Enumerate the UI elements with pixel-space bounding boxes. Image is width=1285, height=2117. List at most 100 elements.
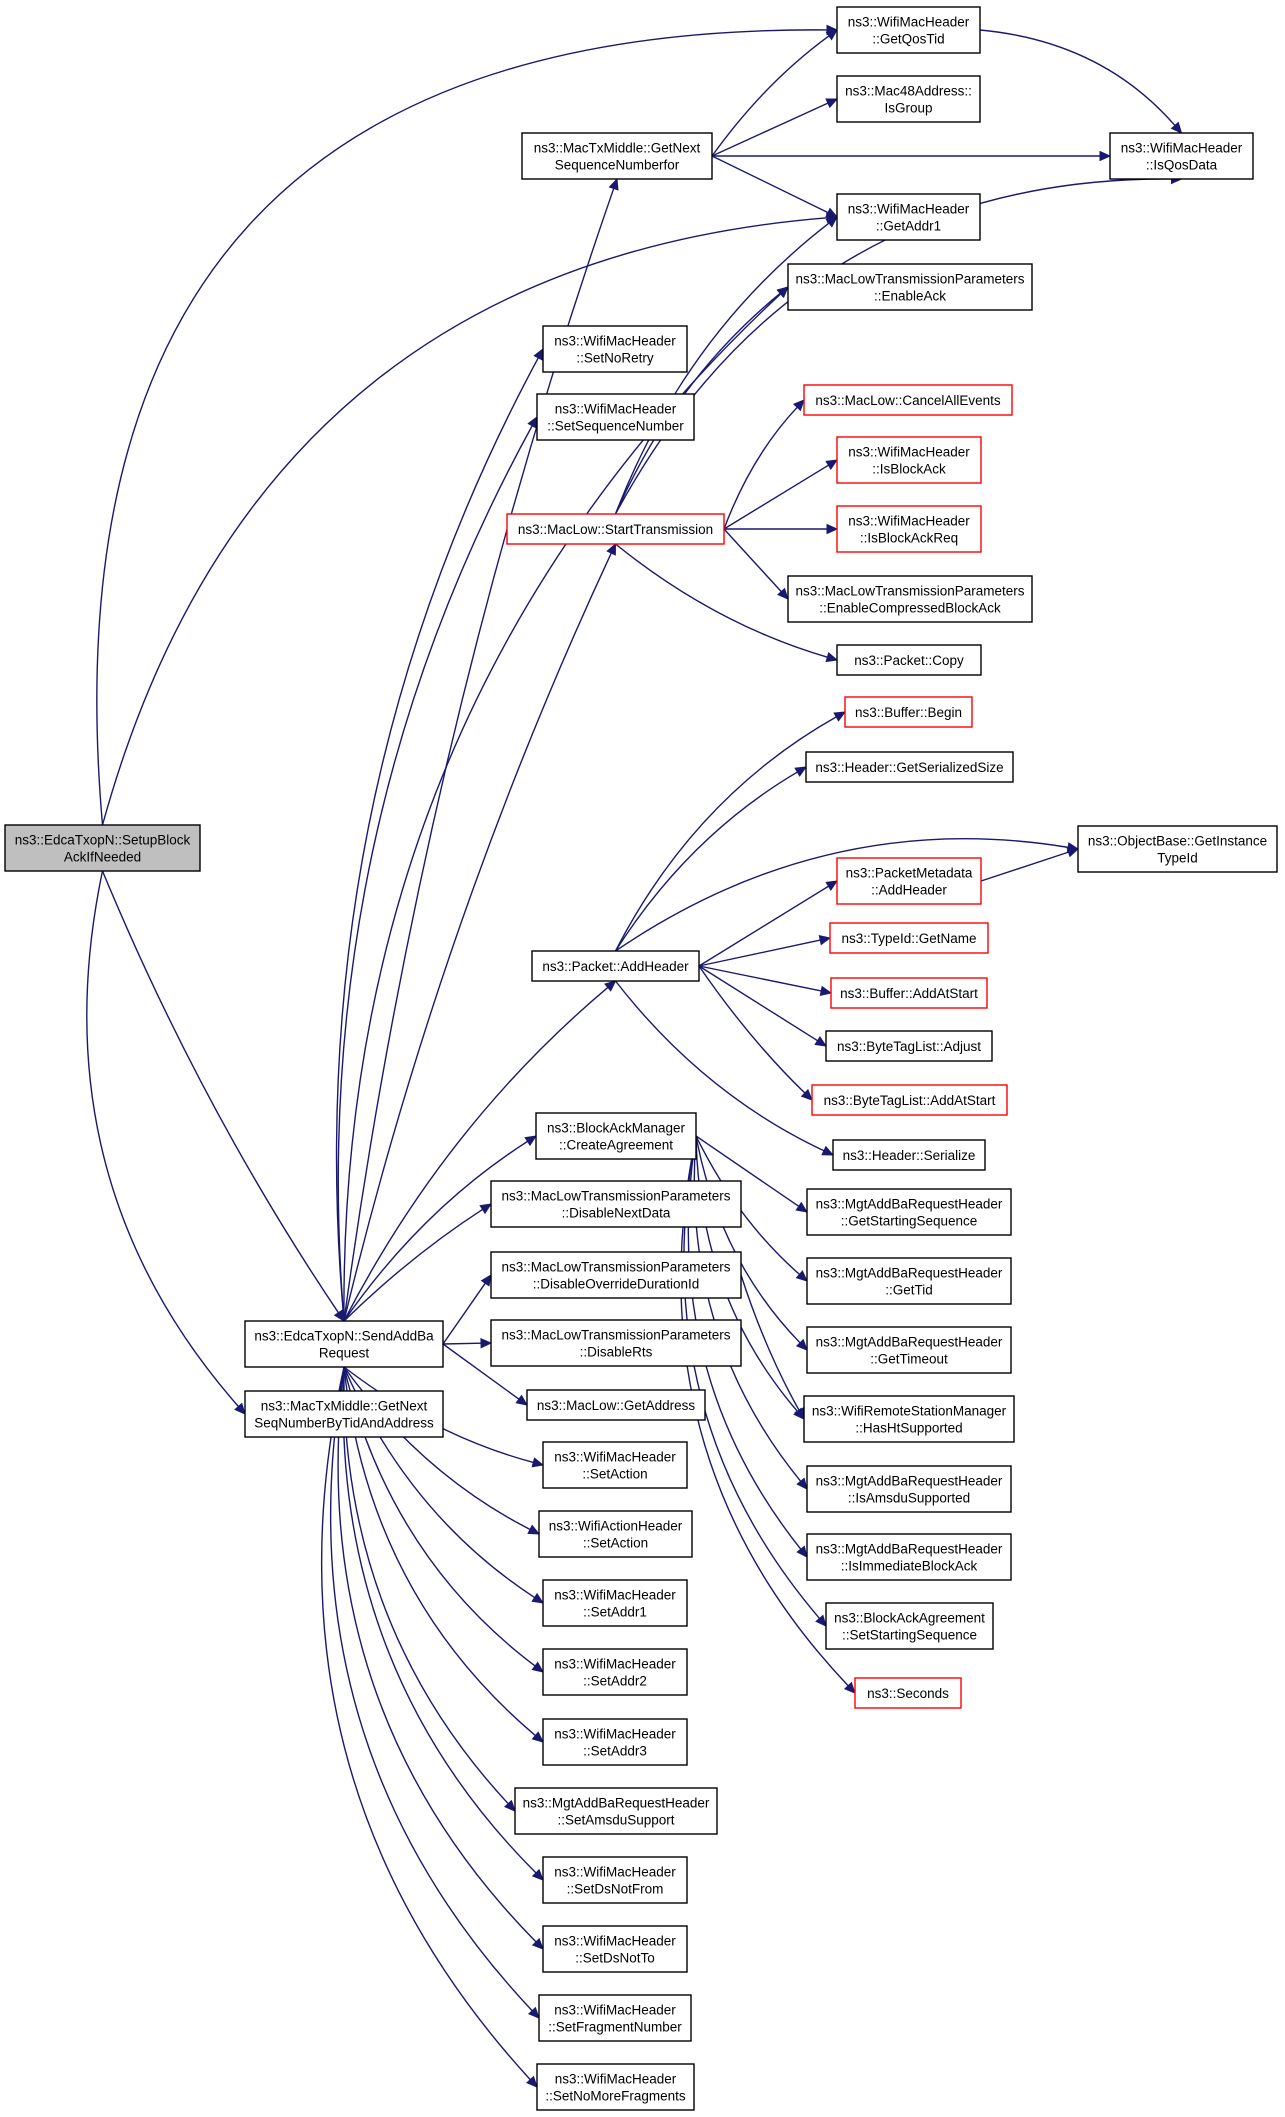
node-box xyxy=(836,644,982,676)
node-label-line: ns3::WifiActionHeader xyxy=(549,1519,683,1534)
node-setdsnotfrom[interactable]: ns3::WifiMacHeader::SetDsNotFrom xyxy=(542,1856,688,1904)
node-label-line: ns3::WifiMacHeader xyxy=(554,1588,676,1603)
node-box xyxy=(806,1533,1012,1581)
arrowhead-sendaddba-to-setamsdu xyxy=(503,1799,516,1812)
node-isimmediate[interactable]: ns3::MgtAddBaRequestHeader::IsImmediateB… xyxy=(806,1533,1012,1581)
node-setnomorefrag[interactable]: ns3::WifiMacHeader::SetNoMoreFragments xyxy=(536,2063,695,2111)
node-btladjust[interactable]: ns3::ByteTagList::Adjust xyxy=(825,1030,993,1062)
edge-root-to-getaddr1 xyxy=(101,217,828,826)
node-createagreement[interactable]: ns3::BlockAckManager::CreateAgreement xyxy=(535,1112,697,1160)
node-setnoretry[interactable]: ns3::WifiMacHeader::SetNoRetry xyxy=(542,325,688,373)
node-label-line: ::EnableAck xyxy=(874,289,946,304)
node-label-line: ns3::MgtAddBaRequestHeader xyxy=(816,1474,1003,1489)
node-setaction2[interactable]: ns3::WifiActionHeader::SetAction xyxy=(538,1510,693,1558)
edges xyxy=(86,24,1183,2088)
node-label-line: ::AddHeader xyxy=(871,883,947,898)
node-gettimeout[interactable]: ns3::MgtAddBaRequestHeader::GetTimeout xyxy=(806,1326,1012,1374)
arrowhead-sendaddba-to-addheader xyxy=(604,980,617,992)
node-setfragnum[interactable]: ns3::WifiMacHeader::SetFragmentNumber xyxy=(538,1994,692,2042)
node-label-line: ns3::MgtAddBaRequestHeader xyxy=(816,1335,1003,1350)
node-label-line: ::IsImmediateBlockAck xyxy=(841,1559,978,1574)
node-enableack[interactable]: ns3::MacLowTransmissionParameters::Enabl… xyxy=(787,263,1033,311)
edge-sendaddba-to-createagreement xyxy=(343,1140,528,1322)
node-setaddr2[interactable]: ns3::WifiMacHeader::SetAddr2 xyxy=(542,1648,688,1696)
edge-starttx-to-cancelall xyxy=(723,406,798,530)
edge-addheader-to-getserialized xyxy=(614,771,798,952)
node-bufferbegin[interactable]: ns3::Buffer::Begin xyxy=(844,696,973,728)
node-pmaddheader[interactable]: ns3::PacketMetadata::AddHeader xyxy=(836,857,982,905)
node-label-line: ns3::WifiMacHeader xyxy=(554,1450,676,1465)
node-getqostid[interactable]: ns3::WifiMacHeader::GetQosTid xyxy=(836,6,981,54)
node-setstartingseq[interactable]: ns3::BlockAckAgreement::SetStartingSeque… xyxy=(825,1602,994,1650)
node-headerserialize[interactable]: ns3::Header::Serialize xyxy=(832,1139,986,1171)
node-typeidname[interactable]: ns3::TypeId::GetName xyxy=(829,922,989,954)
node-isblockack[interactable]: ns3::WifiMacHeader::IsBlockAck xyxy=(836,436,982,484)
node-box xyxy=(531,950,700,982)
arrowhead-addheader-to-btladjust xyxy=(814,1035,828,1047)
node-isqosdata[interactable]: ns3::WifiMacHeader::IsQosData xyxy=(1109,132,1254,180)
edge-sendaddba-to-setdsnotto xyxy=(337,1366,537,1943)
node-label-line: ::SetAddr2 xyxy=(583,1674,647,1689)
node-label-line: ns3::MacLowTransmissionParameters xyxy=(795,584,1024,599)
node-setaddr3[interactable]: ns3::WifiMacHeader::SetAddr3 xyxy=(542,1718,688,1766)
node-label-line: ::DisableRts xyxy=(580,1345,653,1360)
node-label-line: ::SetSequenceNumber xyxy=(547,419,684,434)
edge-disableoverride-to-hasht xyxy=(740,1274,800,1411)
node-starttx[interactable]: ns3::MacLow::StartTransmission xyxy=(506,513,725,545)
node-box xyxy=(542,325,688,373)
node-getserialized[interactable]: ns3::Header::GetSerializedSize xyxy=(805,751,1014,783)
node-isgroup[interactable]: ns3::Mac48Address::IsGroup xyxy=(836,75,981,123)
edge-starttx-to-enableack xyxy=(614,292,781,515)
node-disableoverride[interactable]: ns3::MacLowTransmissionParameters::Disab… xyxy=(490,1251,742,1299)
node-setdsnotto[interactable]: ns3::WifiMacHeader::SetDsNotTo xyxy=(542,1925,688,1973)
arrowhead-sendaddba-to-createagreement xyxy=(524,1135,538,1147)
node-label-line: ns3::MacLowTransmissionParameters xyxy=(501,1260,730,1275)
edge-sendaddba-to-disableoverride xyxy=(442,1282,486,1345)
node-hasht[interactable]: ns3::WifiRemoteStationManager::HasHtSupp… xyxy=(803,1395,1015,1443)
node-label-line: ns3::WifiMacHeader xyxy=(555,402,677,417)
node-label-line: ns3::WifiMacHeader xyxy=(554,1865,676,1880)
arrowhead-sendaddba-to-setaddr1 xyxy=(531,1592,545,1604)
node-enablecompressed[interactable]: ns3::MacLowTransmissionParameters::Enabl… xyxy=(787,575,1033,623)
node-setaddr1[interactable]: ns3::WifiMacHeader::SetAddr1 xyxy=(542,1579,688,1627)
node-label-line: ns3::MacLow::StartTransmission xyxy=(518,522,713,537)
node-box xyxy=(832,1139,986,1171)
node-label-line: ns3::Packet::AddHeader xyxy=(542,959,689,974)
node-setseqnum[interactable]: ns3::WifiMacHeader::SetSequenceNumber xyxy=(536,393,695,441)
node-label-line: ::SetNoRetry xyxy=(576,351,654,366)
node-label-line: ns3::Mac48Address:: xyxy=(845,84,972,99)
node-gettid[interactable]: ns3::MgtAddBaRequestHeader::GetTid xyxy=(806,1257,1012,1305)
node-label-line: ::CreateAgreement xyxy=(559,1138,673,1153)
node-label-line: ns3::MacLowTransmissionParameters xyxy=(501,1328,730,1343)
arrowhead-starttx-to-enablecompressed xyxy=(777,587,789,600)
node-isblockackreq[interactable]: ns3::WifiMacHeader::IsBlockAckReq xyxy=(836,505,982,553)
node-setamsdu[interactable]: ns3::MgtAddBaRequestHeader::SetAmsduSupp… xyxy=(514,1787,718,1835)
node-setaction1[interactable]: ns3::WifiMacHeader::SetAction xyxy=(542,1441,688,1489)
node-getaddress[interactable]: ns3::MacLow::GetAddress xyxy=(526,1389,706,1421)
node-label-line: ::DisableOverrideDurationId xyxy=(533,1277,700,1292)
node-getnextseqbytid[interactable]: ns3::MacTxMiddle::GetNextSeqNumberByTidA… xyxy=(244,1390,444,1438)
node-bufferaddatstart[interactable]: ns3::Buffer::AddAtStart xyxy=(830,977,988,1009)
arrowhead-addheader-to-headerserialize xyxy=(821,1145,835,1156)
node-label-line: ns3::MacLow::CancelAllEvents xyxy=(815,393,1001,408)
edge-sendaddba-to-getaddress xyxy=(442,1343,520,1400)
node-getaddr1[interactable]: ns3::WifiMacHeader::GetAddr1 xyxy=(836,193,981,241)
node-label-line: ns3::WifiMacHeader xyxy=(848,15,970,30)
node-cancelall[interactable]: ns3::MacLow::CancelAllEvents xyxy=(803,384,1013,416)
node-seconds[interactable]: ns3::Seconds xyxy=(854,1677,962,1709)
node-label-line: ::GetTimeout xyxy=(870,1352,948,1367)
edge-getqostid-to-isqosdata xyxy=(979,29,1176,126)
node-getstartseq[interactable]: ns3::MgtAddBaRequestHeader::GetStartingS… xyxy=(806,1188,1012,1236)
node-disablerts[interactable]: ns3::MacLowTransmissionParameters::Disab… xyxy=(490,1319,742,1367)
node-disablenext[interactable]: ns3::MacLowTransmissionParameters::Disab… xyxy=(490,1180,742,1228)
node-isamsdu[interactable]: ns3::MgtAddBaRequestHeader::IsAmsduSuppo… xyxy=(806,1465,1012,1513)
node-packetcopy[interactable]: ns3::Packet::Copy xyxy=(836,644,982,676)
node-getnextseq[interactable]: ns3::MacTxMiddle::GetNextSequenceNumberf… xyxy=(521,132,713,180)
node-label-line: ns3::WifiMacHeader xyxy=(554,334,676,349)
node-btladdatstart[interactable]: ns3::ByteTagList::AddAtStart xyxy=(811,1084,1008,1116)
node-addheader[interactable]: ns3::Packet::AddHeader xyxy=(531,950,700,982)
node-label-line: ns3::MgtAddBaRequestHeader xyxy=(816,1266,1003,1281)
